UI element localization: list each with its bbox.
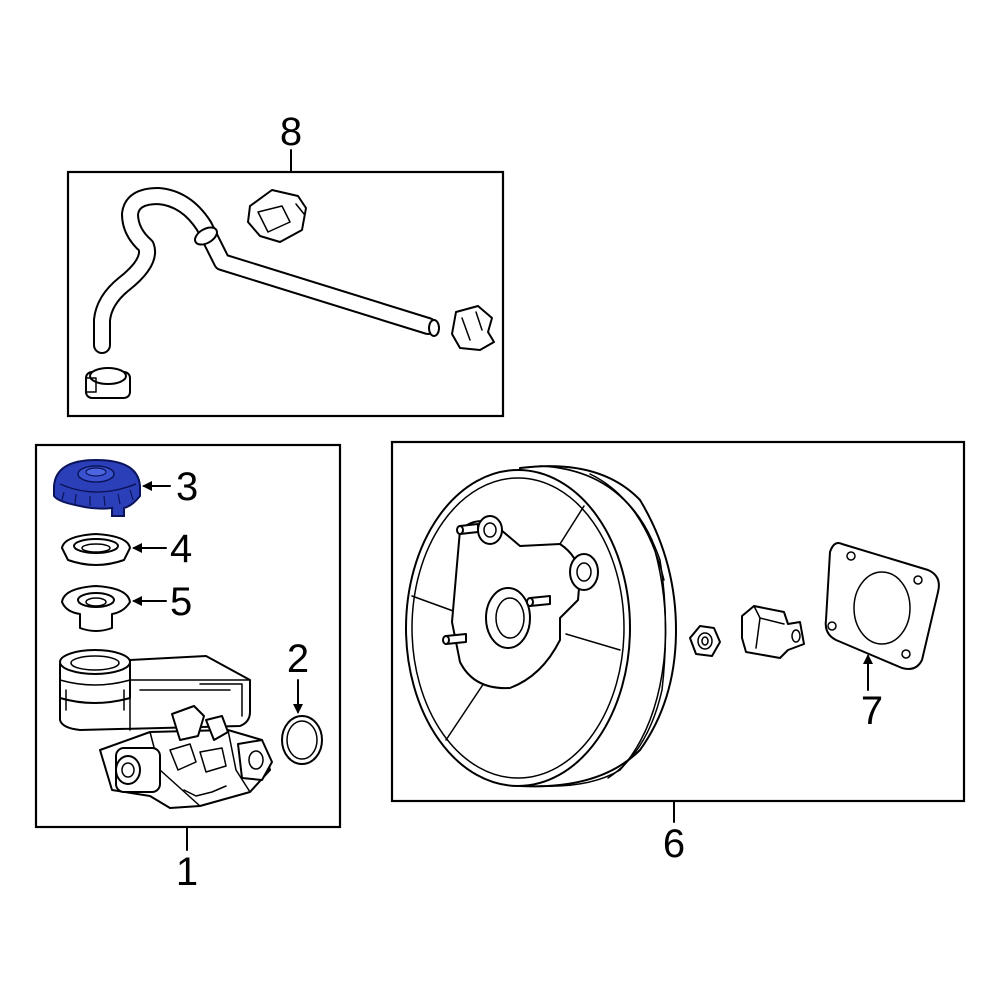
callout-3-label[interactable]: 3 <box>176 465 198 509</box>
booster-gasket[interactable] <box>824 542 940 670</box>
booster-spacer[interactable] <box>741 605 805 659</box>
callout-7-label[interactable]: 7 <box>861 689 883 733</box>
hose-end <box>428 319 440 337</box>
hose-clip-bottom[interactable] <box>85 367 131 399</box>
vacuum-booster[interactable] <box>405 465 677 788</box>
booster-nut[interactable] <box>689 625 721 657</box>
master-cylinder-assembly[interactable] <box>59 649 273 809</box>
callout-5-label[interactable]: 5 <box>170 580 192 624</box>
group-8-vacuum-hose: 8 <box>66 110 505 418</box>
callout-8-label[interactable]: 8 <box>280 110 302 154</box>
vacuum-hose[interactable] <box>93 187 440 354</box>
reservoir-seal[interactable] <box>61 585 131 632</box>
callout-4-label[interactable]: 4 <box>170 527 192 571</box>
hose-clip-right[interactable] <box>451 305 495 351</box>
reservoir-cap[interactable] <box>53 458 141 517</box>
hose-ring <box>194 226 218 246</box>
group-6-frame <box>390 440 966 803</box>
callout-6-label[interactable]: 6 <box>663 822 685 866</box>
booster-studs <box>442 523 551 645</box>
group-8-frame <box>66 170 505 418</box>
group-6-brake-booster: 6 <box>390 440 966 866</box>
master-cylinder-o-ring[interactable] <box>281 715 323 765</box>
callout-1-label[interactable]: 1 <box>176 850 198 894</box>
callout-2-label[interactable]: 2 <box>287 637 309 681</box>
hose-clip-top[interactable] <box>247 189 307 243</box>
reservoir-strainer[interactable] <box>61 533 131 566</box>
group-1-master-cylinder: 1 3 4 5 2 <box>34 443 342 894</box>
